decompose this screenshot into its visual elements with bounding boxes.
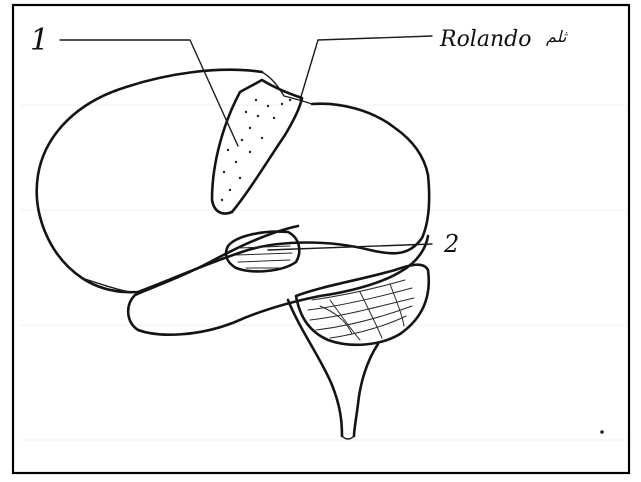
rolando-suffix-label: ثلم <box>546 27 568 46</box>
brainstem-left-edge <box>288 300 342 436</box>
brainstem-right-edge <box>354 344 378 436</box>
leader-line-1 <box>60 40 238 146</box>
drawing-frame <box>13 5 629 473</box>
parietal-hump <box>262 72 312 104</box>
rolando-label: Rolando <box>439 27 531 52</box>
marker-2-label: 2 <box>443 230 459 258</box>
ink-speck <box>600 430 604 434</box>
brainstem-bottom <box>342 436 354 439</box>
temporal-lobe-outline <box>128 226 428 335</box>
rolando-sulcus-stipple <box>221 99 291 201</box>
paper-faint-lines <box>20 105 625 440</box>
marker-1-label: 1 <box>30 23 49 58</box>
leader-line-rolando <box>300 36 432 100</box>
cerebellum-outline <box>296 265 429 345</box>
cerebrum-outline <box>37 70 429 292</box>
